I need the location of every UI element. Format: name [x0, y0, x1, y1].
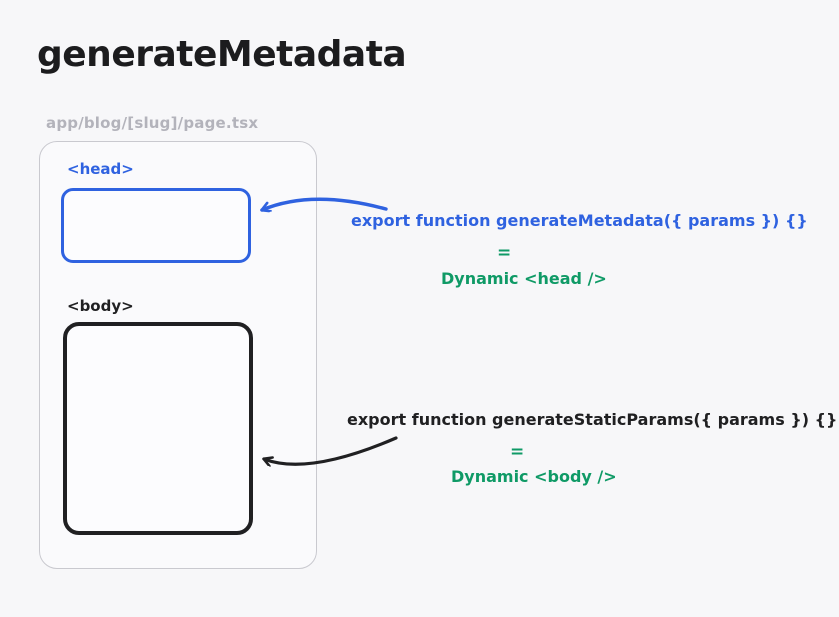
dynamic-head-result: Dynamic <head />: [441, 269, 607, 288]
file-path-label: app/blog/[slug]/page.tsx: [46, 114, 259, 132]
generate-static-params-code: export function generateStaticParams({ p…: [347, 410, 838, 429]
dynamic-body-result: Dynamic <body />: [451, 467, 617, 486]
equals-sign: =: [497, 243, 512, 263]
page-title: generateMetadata: [37, 34, 407, 75]
generate-metadata-code: export function generateMetadata({ param…: [351, 211, 808, 230]
body-tag-label: <body>: [67, 297, 134, 315]
head-box: [61, 188, 251, 263]
body-box: [63, 322, 253, 535]
head-tag-label: <head>: [67, 160, 134, 178]
equals-sign: =: [510, 442, 525, 462]
